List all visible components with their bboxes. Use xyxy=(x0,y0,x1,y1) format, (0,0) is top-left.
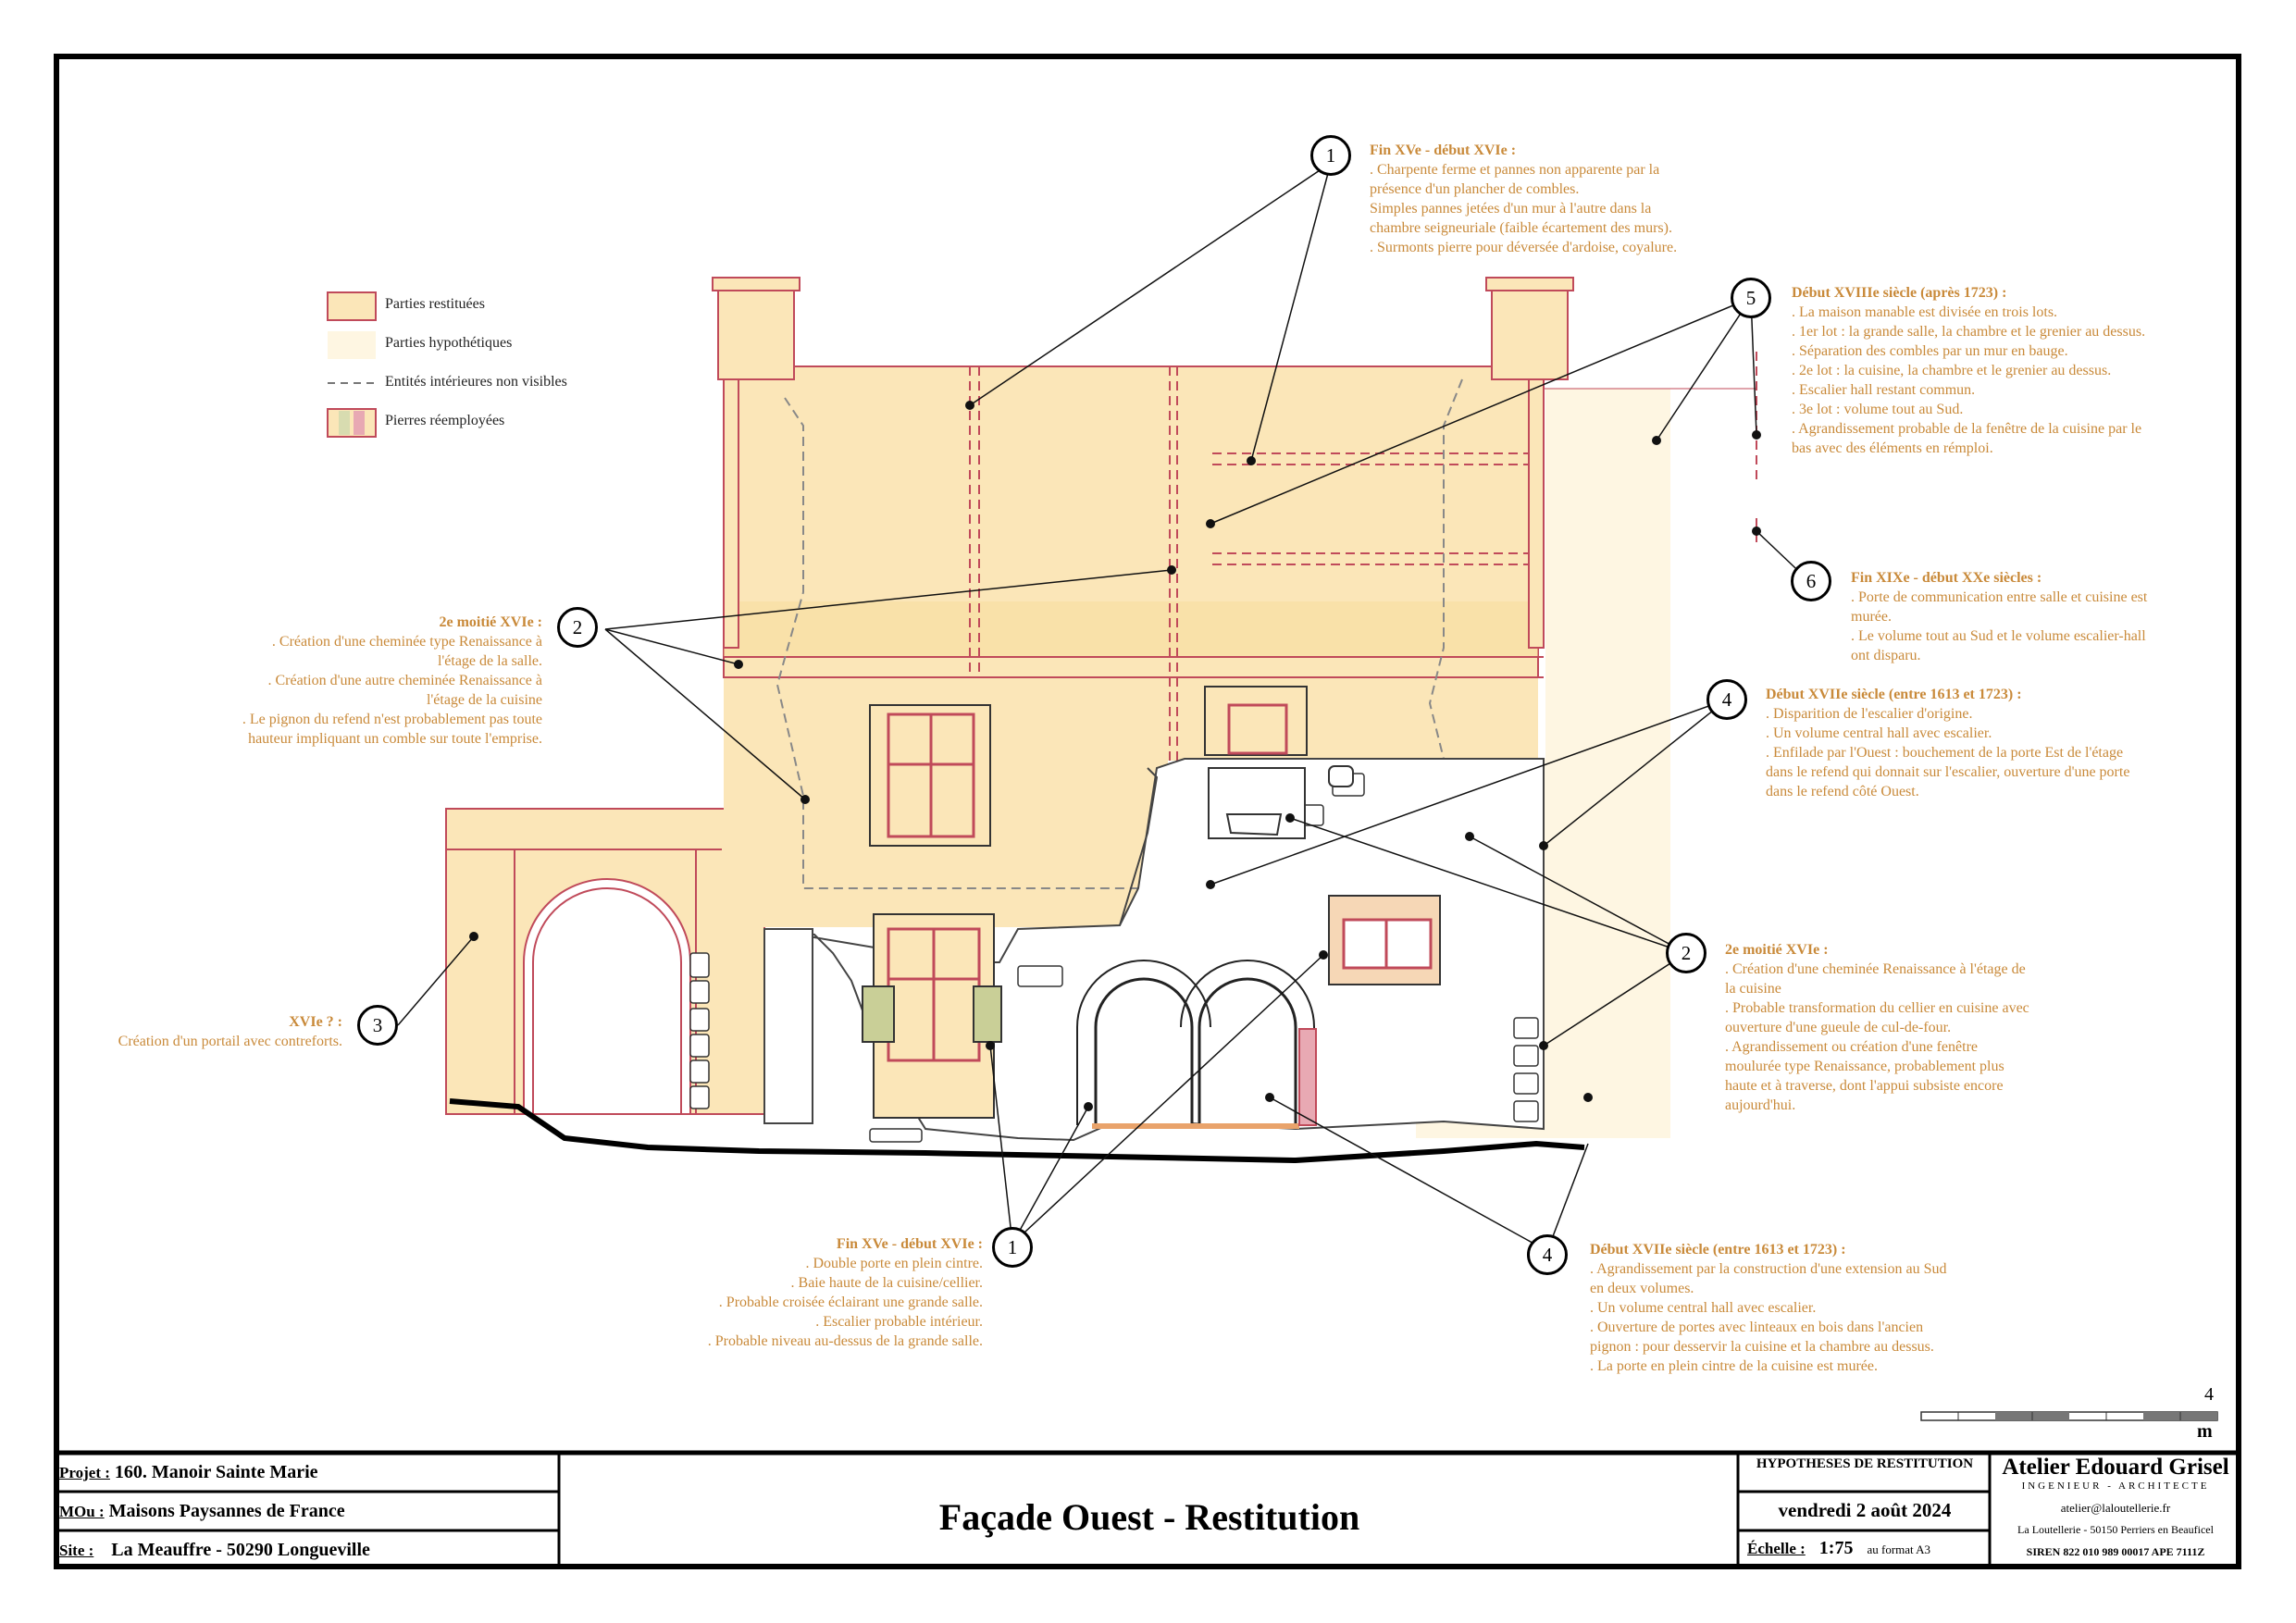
legend-swatches xyxy=(327,291,377,438)
firm-email: atelier@laloutellerie.fr xyxy=(2060,1501,2171,1515)
scale-bar-unit: m xyxy=(2197,1421,2213,1442)
callout-1-top: 1 xyxy=(1310,135,1351,176)
projet-value: 160. Manoir Sainte Marie xyxy=(114,1462,318,1482)
phase-label: HYPOTHESES DE RESTITUTION xyxy=(1756,1456,1974,1471)
legend-reused-stones: Pierres réemployées xyxy=(385,413,505,428)
main-body xyxy=(712,277,1757,927)
callout-5: 5 xyxy=(1731,278,1771,318)
projet-row: Projet : 160. Manoir Sainte Marie xyxy=(59,1462,318,1483)
leader-lines xyxy=(397,162,1812,1252)
site-value: La Meauffre - 50290 Longueville xyxy=(111,1540,370,1560)
drawing-frame xyxy=(54,54,2241,1569)
firm-subtitle: INGENIEUR - ARCHITECTE xyxy=(2021,1481,2210,1492)
echelle-label: Échelle : xyxy=(1747,1540,1806,1557)
scale-bar xyxy=(1920,1411,2218,1421)
scale-bar-value: 4 xyxy=(2204,1384,2214,1405)
annotation-1-top: Fin XVe - début XVIe : . Charpente ferme… xyxy=(1370,142,1678,255)
firm-address: La Loutellerie - 50150 Perriers en Beauf… xyxy=(2017,1523,2214,1536)
annotation-2-left: 2e moitié XVIe : . Création d'une chemin… xyxy=(242,614,542,747)
scale-row: Échelle : 1:75 au format A3 xyxy=(1747,1538,1930,1559)
mou-label: MOu : xyxy=(59,1503,105,1520)
annotation-5: Début XVIIIe siècle (après 1723) : . La … xyxy=(1792,285,2146,456)
windows xyxy=(862,686,1441,1119)
legend-hypothetical: Parties hypothétiques xyxy=(385,335,513,351)
firm-siren: SIREN 822 010 989 00017 APE 7111Z xyxy=(2026,1545,2205,1558)
site-row: Site : La Meauffre - 50290 Longueville xyxy=(59,1540,370,1561)
portal xyxy=(445,808,765,1115)
mou-value: Maisons Paysannes de France xyxy=(108,1501,345,1521)
annotation-1-bottom: Fin XVe - début XVIe : . Double porte en… xyxy=(707,1236,983,1349)
annotation-2-right: 2e moitié XVIe : . Création d'une chemin… xyxy=(1725,942,2029,1113)
hypothetical-volume xyxy=(1545,389,1670,1138)
callout-4-top: 4 xyxy=(1706,679,1747,720)
callout-1-bottom: 1 xyxy=(992,1227,1033,1268)
leader-dots xyxy=(469,401,1761,1111)
projet-label: Projet : xyxy=(59,1464,110,1481)
drawing-date: vendredi 2 août 2024 xyxy=(1778,1499,1952,1521)
site-label: Site : xyxy=(59,1542,94,1559)
annotation-4-top: Début XVIIe siècle (entre 1613 et 1723) … xyxy=(1766,687,2130,799)
mou-row: MOu : Maisons Paysannes de France xyxy=(59,1501,345,1522)
callout-2-left: 2 xyxy=(557,607,598,648)
annotation-6: Fin XIXe - début XXe siècles : . Porte d… xyxy=(1851,570,2148,663)
annotation-3: XVIe ? : Création d'un portail avec cont… xyxy=(118,1014,342,1049)
callout-2-right: 2 xyxy=(1666,933,1706,973)
drawing-title: Façade Ouest - Restitution xyxy=(938,1496,1360,1538)
annotation-4-bottom: Début XVIIe siècle (entre 1613 et 1723) … xyxy=(1590,1242,1947,1374)
firm-name: Atelier Edouard Grisel xyxy=(2002,1455,2229,1480)
callout-4-bottom: 4 xyxy=(1527,1234,1568,1275)
legend-restituted: Parties restituées xyxy=(385,296,485,312)
echelle-value: 1:75 xyxy=(1818,1538,1854,1558)
callout-6: 6 xyxy=(1791,561,1831,601)
callout-3: 3 xyxy=(357,1005,398,1046)
legend-interior-entities: Entités intérieures non visibles xyxy=(385,374,567,390)
format-label: au format A3 xyxy=(1867,1542,1931,1556)
ground-line xyxy=(449,1098,1585,1164)
title-block-lines xyxy=(54,1450,2241,1569)
